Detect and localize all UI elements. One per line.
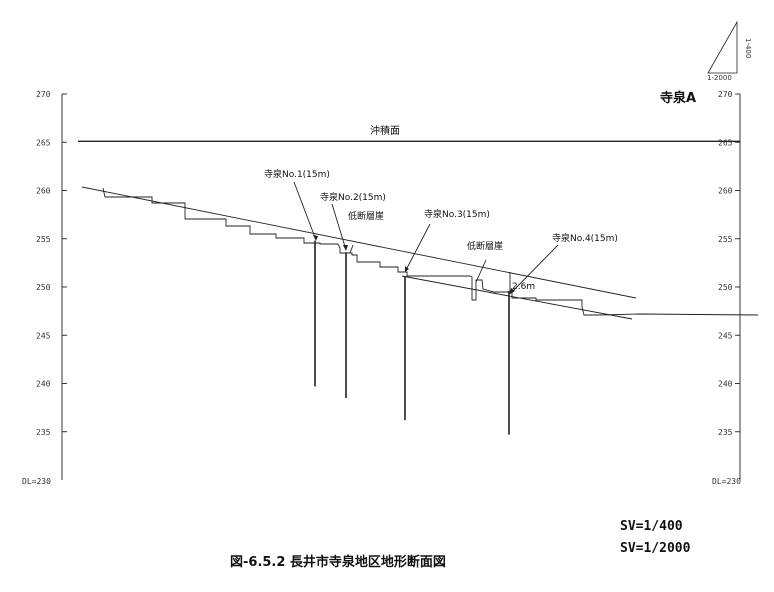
left-axis-tick-label: 260 (36, 187, 51, 196)
scarp2-label: 低断層崖 (467, 240, 503, 252)
right-axis-tick-label: 255 (718, 235, 733, 244)
left-axis-tick-label: 265 (36, 138, 51, 147)
right-axis-tick-label: 235 (718, 428, 733, 437)
right-axis-tick-label: 250 (718, 283, 733, 292)
right-axis-tick-label: 245 (718, 331, 733, 340)
datum-label-right: DL=230 (712, 477, 741, 486)
scale-hv: SV=1/2000 (620, 541, 691, 556)
left-axis-tick-label: 250 (36, 283, 51, 292)
left-elevation-axis: 270 265 260 255 250 245 240 235 (36, 90, 67, 480)
boring2-label: 寺泉No.2(15m) (320, 191, 386, 203)
scarp1-label: 低断層崖 (348, 210, 384, 222)
section-name: 寺泉A (660, 90, 696, 106)
scale-triangle-horizontal-label: 1-2000 (707, 74, 732, 82)
right-axis-tick-label: 260 (718, 187, 733, 196)
left-axis-ticks: 270 265 260 255 250 245 240 235 (36, 90, 67, 437)
upper-slope-line (81, 186, 637, 299)
left-axis-tick-label: 235 (36, 428, 51, 437)
offset-marker: 2.6m (509, 272, 535, 294)
boring4-label: 寺泉No.4(15m) (552, 232, 618, 244)
datum-label-left: DL=230 (22, 477, 51, 486)
offset-label: 2.6m (512, 282, 535, 292)
boring1-label: 寺泉No.1(15m) (264, 168, 330, 180)
fault-scarp-marks (349, 244, 487, 283)
alluvial-surface-label: 沖積面 (370, 124, 400, 137)
left-axis-tick-label: 270 (36, 90, 51, 99)
right-axis-tick-label: 240 (718, 380, 733, 389)
scale-sv: SV=1/400 (620, 519, 683, 534)
figure-caption: 図-6.5.2 長井市寺泉地区地形断面図 (230, 554, 446, 570)
left-axis-tick-label: 255 (36, 235, 51, 244)
right-axis-ticks: 270 265 260 255 250 245 240 235 (718, 90, 740, 437)
left-axis-tick-label: 240 (36, 380, 51, 389)
right-axis-tick-label: 270 (718, 90, 733, 99)
alluvial-surface: 沖積面 (78, 124, 740, 142)
lower-slope-line (401, 275, 633, 320)
right-elevation-axis: 270 265 260 255 250 245 240 235 (718, 90, 741, 480)
boring-holes (314, 240, 510, 435)
right-axis-tick-label: 265 (718, 138, 733, 147)
scale-triangle-vertical-label: 1-400 (744, 38, 752, 58)
scale-triangle: 1-400 1-2000 (707, 20, 752, 82)
boring3-label: 寺泉No.3(15m) (424, 208, 490, 220)
left-axis-tick-label: 245 (36, 331, 51, 340)
label-pointers (293, 181, 559, 294)
terrain-profile (102, 187, 759, 316)
